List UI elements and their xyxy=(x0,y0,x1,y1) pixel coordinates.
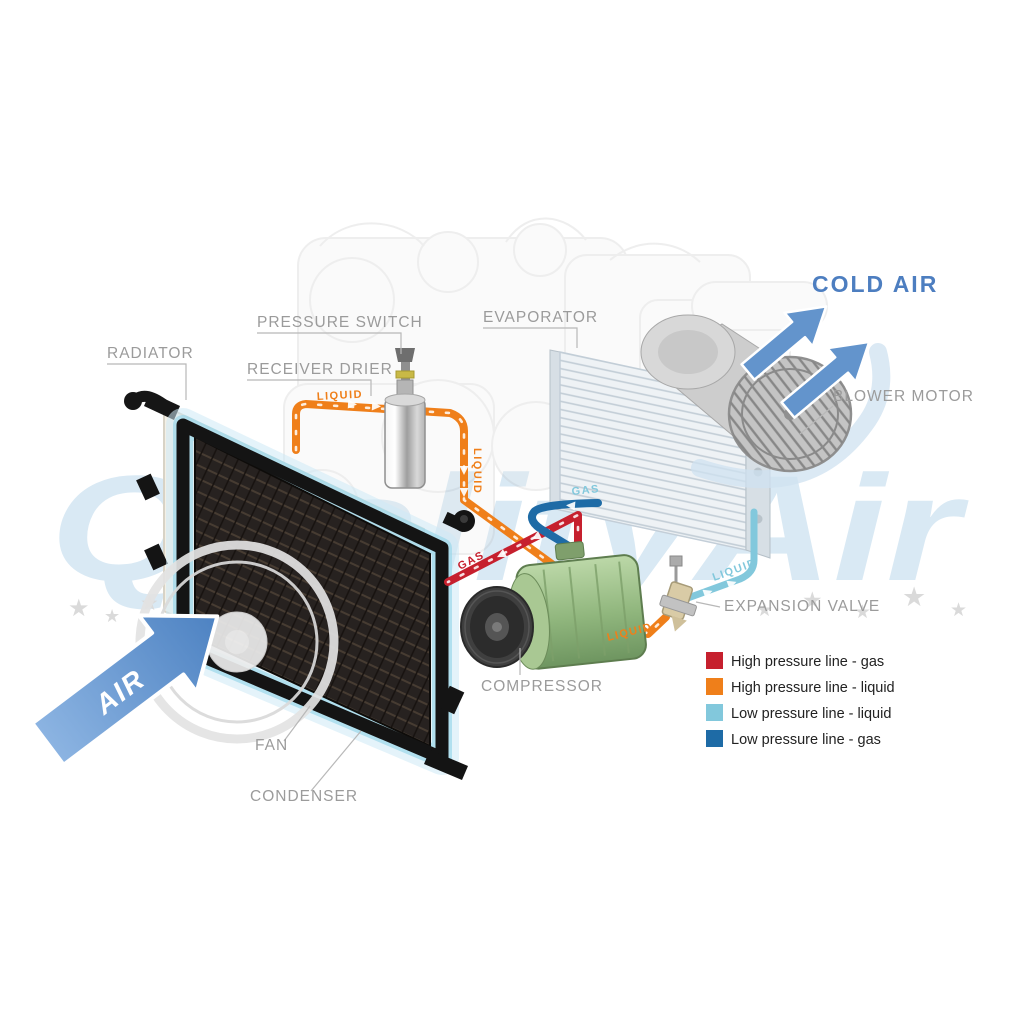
leader-line-blower-motor xyxy=(799,405,834,435)
radiator-side-tab xyxy=(136,473,160,501)
compressor-rib xyxy=(618,561,630,654)
refrigerant-lines xyxy=(292,399,758,638)
legend-swatch-high-gas xyxy=(706,652,723,669)
legend-item: Low pressure line - gas xyxy=(706,730,881,748)
valve-tip xyxy=(671,615,687,632)
radiator-condenser-assembly xyxy=(124,390,475,780)
radiator-pipe-end xyxy=(124,392,142,410)
liquid-label: LIQUID xyxy=(317,389,364,403)
leader-line-radiator xyxy=(107,363,187,400)
legend-item: High pressure line - liquid xyxy=(706,678,895,696)
condenser-side-tab xyxy=(439,685,465,715)
legend-swatch-low-gas xyxy=(706,730,723,747)
legend-label: Low pressure line - gas xyxy=(731,732,881,748)
fan-hub-cap xyxy=(225,630,249,654)
valve-nut xyxy=(659,594,697,617)
drier-top-cap xyxy=(384,393,426,407)
condenser-bottom-bracket xyxy=(424,750,468,780)
legend-swatch-high-liquid xyxy=(706,678,723,695)
leader-line-evaporator xyxy=(483,327,578,348)
pressure-switch-cap xyxy=(395,348,415,362)
legend-item: Low pressure line - liquid xyxy=(706,704,891,722)
legend-label: High pressure line - liquid xyxy=(731,680,895,696)
pressure-switch-stem xyxy=(401,360,410,380)
label-pressure-switch: PRESSURE SWITCH xyxy=(257,314,423,331)
label-radiator: RADIATOR xyxy=(107,345,194,362)
flow-state-labels: LIQUID LIQUID GAS GAS LIQUID LIQUID xyxy=(317,389,759,644)
cold-air-flow: COLD AIR xyxy=(740,271,938,419)
pressure-switch-ring xyxy=(395,370,415,379)
low-pressure-liquid-line xyxy=(684,508,758,602)
legend-label: Low pressure line - liquid xyxy=(731,706,891,722)
condenser-filler-highlight xyxy=(460,515,468,523)
receiver-drier xyxy=(384,348,426,489)
star-icon: ★ xyxy=(756,600,773,621)
star-icon: ★ xyxy=(802,587,823,613)
leader-line-fan xyxy=(283,705,311,742)
cold-air-arrow-icon xyxy=(780,340,871,419)
label-expansion-valve: EXPANSION VALVE xyxy=(724,598,880,615)
blower-motor-end-cap xyxy=(658,330,718,374)
legend-item: High pressure line - gas xyxy=(706,652,884,670)
air-arrow-icon xyxy=(30,613,220,767)
liquid-label: LIQUID xyxy=(471,448,483,494)
star-icon: ★ xyxy=(104,606,120,626)
star-icon: ★ xyxy=(902,582,926,612)
compressor-pulley-groove xyxy=(464,590,530,664)
compressor-rib xyxy=(594,564,606,656)
cold-air-swoosh xyxy=(691,343,891,489)
star-icon: ★ xyxy=(854,602,871,623)
legend-swatch-low-liquid xyxy=(706,704,723,721)
blower-drum-ring xyxy=(741,368,839,460)
label-blower-motor: BLOWER MOTOR xyxy=(833,388,974,405)
compressor-hub-bolt xyxy=(492,622,502,632)
expansion-valve xyxy=(659,555,697,632)
star-icon: ★ xyxy=(68,595,90,622)
leader-line-expansion-valve xyxy=(695,601,721,608)
condenser-filler-stub xyxy=(442,511,468,533)
label-receiver-drier: RECEIVER DRIER xyxy=(247,361,393,378)
high-pressure-gas-line-dashes xyxy=(446,513,580,584)
compressor-rib xyxy=(568,566,581,659)
radiator-side-tab xyxy=(144,543,168,571)
leader-line-receiver-drier xyxy=(247,379,372,396)
label-compressor: COMPRESSOR xyxy=(481,678,603,695)
legend: High pressure line - gas High pressure l… xyxy=(706,652,895,748)
label-evaporator: EVAPORATOR xyxy=(483,309,598,326)
leader-line-condenser xyxy=(310,730,362,792)
star-icon: ★ xyxy=(950,600,967,621)
label-condenser: CONDENSER xyxy=(250,788,358,805)
component-callouts: RADIATOR PRESSURE SWITCH RECEIVER DRIER … xyxy=(107,309,974,805)
legend-label: High pressure line - gas xyxy=(731,654,884,670)
cold-air-label: COLD AIR xyxy=(812,271,938,297)
compressor-port xyxy=(554,541,585,561)
evaporator-left-edge xyxy=(549,349,561,511)
drier-body xyxy=(384,397,426,489)
cold-air-arrow-icon xyxy=(740,305,828,381)
high-pressure-liquid-line-dashes xyxy=(294,402,668,636)
leader-line-pressure-switch xyxy=(257,332,402,354)
low-pressure-gas-line xyxy=(528,499,602,552)
compressor xyxy=(460,541,647,670)
gas-label: GAS xyxy=(571,483,600,498)
valve-cap xyxy=(669,555,683,567)
label-fan: FAN xyxy=(255,737,288,754)
